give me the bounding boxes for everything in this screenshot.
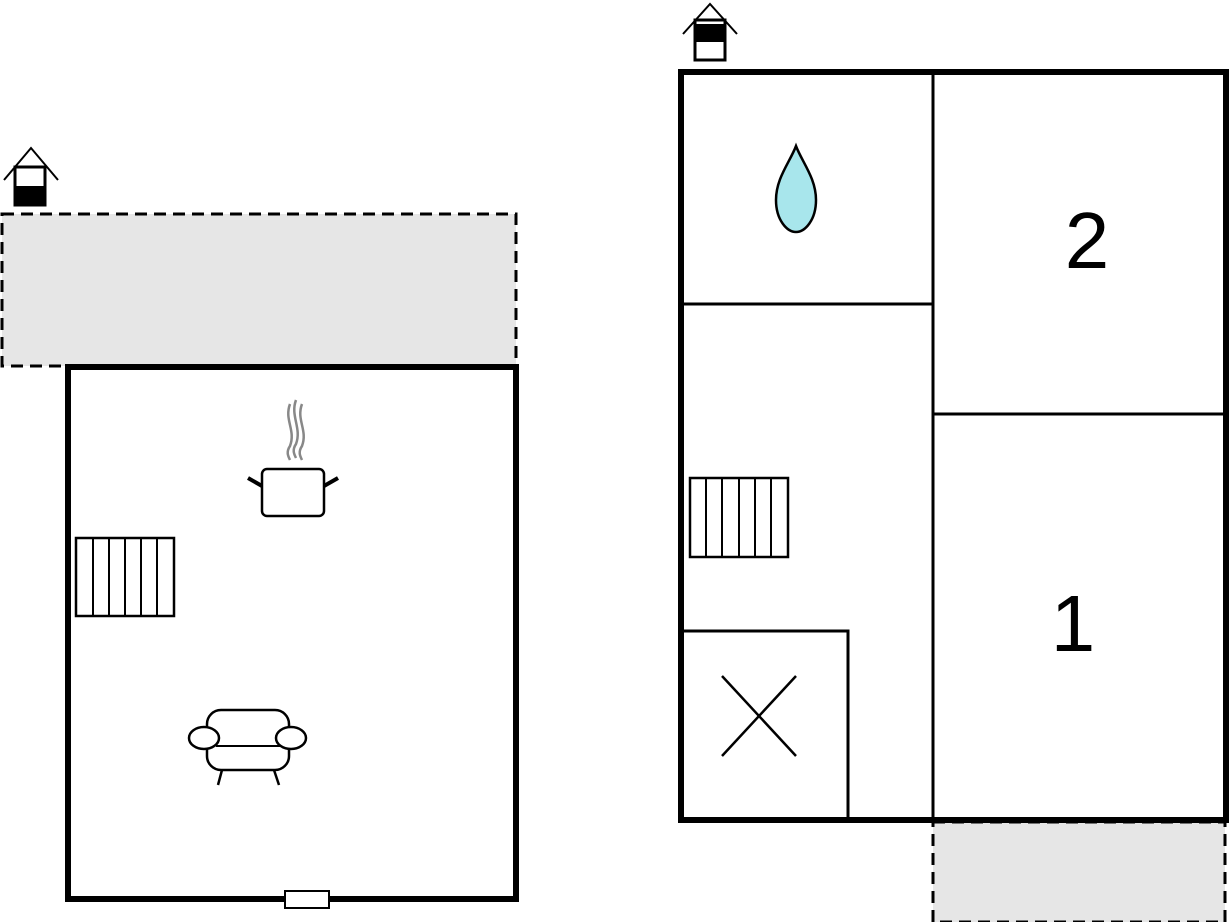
stairs-icon bbox=[688, 476, 790, 559]
stairs-icon bbox=[74, 536, 176, 618]
balcony-area bbox=[931, 820, 1227, 922]
water-drop-icon bbox=[774, 142, 818, 234]
kitchen-pot-icon bbox=[247, 399, 339, 518]
upper-floor-plan: 2 1 bbox=[678, 2, 1229, 922]
house-orientation-icon bbox=[3, 146, 59, 207]
ground-floor-walls bbox=[65, 364, 519, 902]
interior-wall-void bbox=[681, 629, 850, 820]
entrance-door bbox=[284, 890, 330, 909]
armchair-icon bbox=[187, 708, 308, 786]
bedroom-2-label: 2 bbox=[1065, 196, 1110, 285]
house-orientation-icon bbox=[682, 2, 738, 62]
void-cross-icon bbox=[721, 675, 797, 757]
ground-floor-plan bbox=[0, 146, 519, 909]
terrace-area bbox=[0, 212, 518, 368]
bedroom-1-label: 1 bbox=[1051, 579, 1096, 668]
upper-floor-walls bbox=[678, 69, 1229, 823]
